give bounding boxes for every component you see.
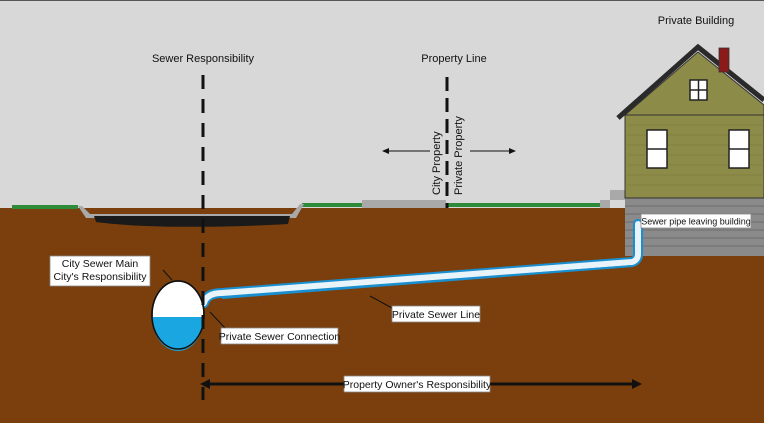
private-sewer-line-label: Private Sewer Line	[392, 309, 480, 321]
sewer-pipe-leaving-building-box: Sewer pipe leaving building	[640, 213, 752, 229]
window-right	[728, 129, 750, 169]
sewer-pipe-leaving-building-label: Sewer pipe leaving building	[641, 217, 751, 227]
private-sewer-line-pipe-highlight	[201, 221, 641, 306]
building-step	[600, 190, 625, 208]
window-left	[646, 129, 668, 169]
private-property-label: Private Property	[453, 116, 465, 195]
city-responsibility-label: City's Responsibility	[53, 271, 147, 283]
property-line-label: Property Line	[421, 53, 486, 65]
sewer-main-water	[152, 317, 204, 351]
arrow-left-city	[382, 148, 430, 154]
city-property-label: City Property	[431, 131, 443, 195]
sewer-responsibility-label: Sewer Responsibility	[152, 53, 255, 65]
roof-line	[616, 43, 764, 120]
chimney	[718, 47, 730, 73]
private-building-label: Private Building	[658, 15, 734, 27]
grass-strip-left	[12, 205, 78, 209]
road-asphalt	[94, 216, 290, 227]
private-sewer-connection-label: Private Sewer Connection	[219, 331, 341, 343]
city-sewer-main-leader	[162, 269, 173, 281]
pipe-water-flow	[221, 265, 633, 299]
curb	[78, 204, 304, 218]
city-sewer-main-box: City Sewer Main City's Responsibility	[49, 255, 151, 287]
private-sewer-connection-leader	[209, 311, 227, 330]
private-sewer-line-leader	[369, 295, 393, 309]
window-attic	[689, 79, 708, 101]
grass-strip-middle	[302, 203, 362, 207]
private-sewer-line-box: Private Sewer Line	[391, 305, 481, 323]
private-sewer-connection-box: Private Sewer Connection	[219, 327, 341, 345]
property-owners-responsibility-label: Property Owner's Responsibility	[343, 379, 492, 391]
grass-strip-right	[446, 203, 600, 207]
city-sewer-main-label: City Sewer Main	[62, 258, 139, 270]
sidewalk	[362, 200, 446, 208]
arrow-right-private	[470, 148, 516, 154]
property-owners-responsibility-box: Property Owner's Responsibility	[343, 375, 492, 393]
